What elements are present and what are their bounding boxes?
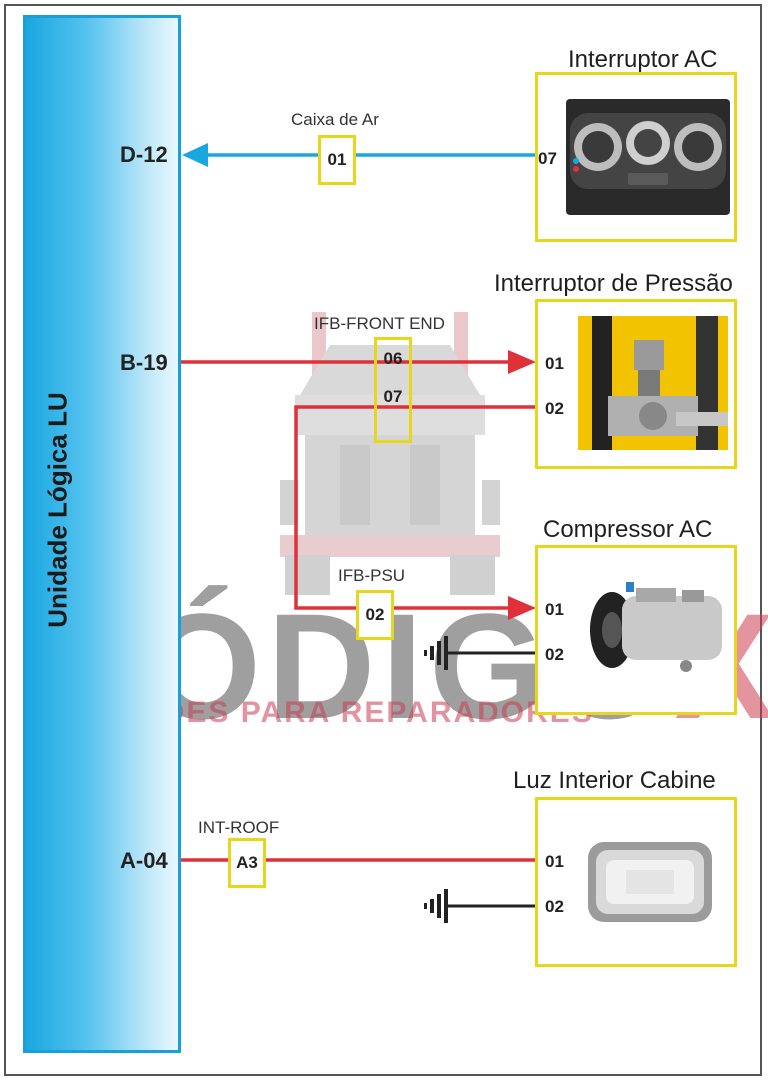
connector-title-caixa-de-ar: Caixa de Ar xyxy=(291,110,379,129)
connector-int-roof-pin: A3 xyxy=(236,853,258,872)
component-interruptor-ac-pin-07: 07 xyxy=(538,149,557,168)
component-title-interruptor-ac: Interruptor AC xyxy=(568,46,718,73)
connector-caixa-de-ar-pin: 01 xyxy=(327,150,347,169)
component-title-compressor-ac: Compressor AC xyxy=(543,516,713,543)
truck-watermark xyxy=(280,312,500,595)
logic-unit-bar xyxy=(23,15,181,1053)
ground-icon-compressor xyxy=(424,636,448,670)
component-compressor-ac: 01 02 xyxy=(535,545,737,715)
component-compressor-ac-pin-01: 01 xyxy=(545,600,564,619)
connector-ifb-front-end-pin-07: 07 xyxy=(383,387,403,406)
unit-pin-a04: A-04 xyxy=(120,848,168,873)
wire-pressure-to-compressor xyxy=(294,405,535,610)
pressure-switch-image xyxy=(578,316,728,450)
ground-icon-light xyxy=(424,889,448,923)
connector-caixa-de-ar: 01 xyxy=(318,135,356,185)
component-luz-interior-cabine-pin-01: 01 xyxy=(545,852,564,871)
component-compressor-ac-pin-02: 02 xyxy=(545,645,564,664)
component-title-interruptor-pressao: Interruptor de Pressão xyxy=(494,270,733,297)
component-interruptor-pressao-pin-02: 02 xyxy=(545,399,564,418)
connector-title-ifb-front-end: IFB-FRONT END xyxy=(314,314,445,333)
diagram-frame xyxy=(4,4,762,1076)
connector-title-ifb-psu: IFB-PSU xyxy=(338,566,406,585)
ac-control-panel-image xyxy=(566,99,730,215)
connector-int-roof: A3 xyxy=(228,838,266,888)
connector-title-int-roof: INT-ROOF xyxy=(198,818,280,837)
arrow-b19-icon xyxy=(508,350,536,374)
component-title-luz-interior-cabine: Luz Interior Cabine xyxy=(513,767,716,794)
component-luz-interior-cabine: 01 02 xyxy=(535,797,737,967)
cabin-light-image xyxy=(588,842,712,922)
connector-ifb-front-end-pin-06: 06 xyxy=(383,349,403,368)
connector-ifb-psu: 02 xyxy=(356,590,394,640)
arrow-d12-icon xyxy=(182,143,208,167)
unit-pin-d12: D-12 xyxy=(120,142,168,167)
component-luz-interior-cabine-pin-02: 02 xyxy=(545,897,564,916)
compressor-image xyxy=(590,582,722,672)
connector-ifb-front-end: 06 07 xyxy=(374,337,412,443)
component-interruptor-ac: 07 xyxy=(535,72,737,242)
connector-ifb-psu-pin: 02 xyxy=(365,605,385,624)
arrow-compressor-icon xyxy=(508,596,536,620)
component-interruptor-pressao-pin-01: 01 xyxy=(545,354,564,373)
component-interruptor-pressao: 01 02 xyxy=(535,299,737,469)
unit-pin-b19: B-19 xyxy=(120,350,168,375)
